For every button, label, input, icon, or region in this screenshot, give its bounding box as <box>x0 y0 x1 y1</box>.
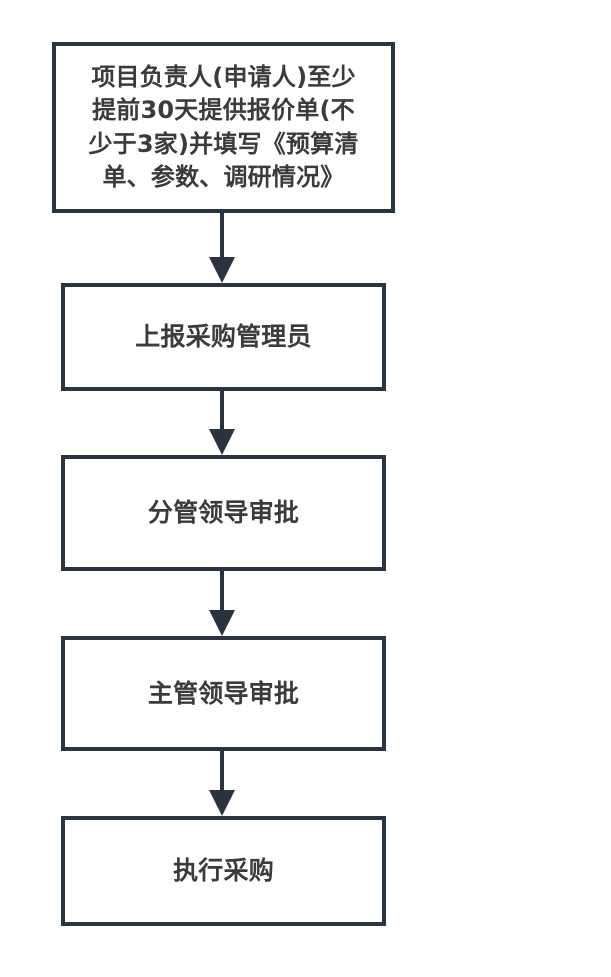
arrow-head-down-icon <box>209 790 235 816</box>
flowchart-node-label: 分管领导审批 <box>147 498 300 528</box>
flowchart-node-label: 上报采购管理员 <box>135 322 312 352</box>
flowchart-node-application[interactable]: 项目负责人(申请人)至少 提前30天提供报价单(不 少于3家)并填写《预算清 单… <box>52 42 395 213</box>
arrow-head-down-icon <box>209 429 235 455</box>
arrow-shaft <box>220 571 224 610</box>
flowchart-node-chief-leader-approval[interactable]: 主管领导审批 <box>61 636 386 751</box>
flowchart-node-label: 执行采购 <box>173 856 274 886</box>
flowchart-arrow-3 <box>207 571 237 636</box>
flowchart-node-label: 主管领导审批 <box>147 678 300 708</box>
flowchart-node-execute-purchase[interactable]: 执行采购 <box>61 816 386 926</box>
flowchart-arrow-2 <box>207 391 237 455</box>
flowchart-node-label: 项目负责人(申请人)至少 提前30天提供报价单(不 少于3家)并填写《预算清 单… <box>88 63 359 191</box>
arrow-shaft <box>220 751 224 790</box>
flowchart-node-deputy-leader-approval[interactable]: 分管领导审批 <box>61 455 386 571</box>
arrow-shaft <box>220 391 224 429</box>
arrow-head-down-icon <box>209 257 235 283</box>
flowchart-arrow-4 <box>207 751 237 816</box>
arrow-shaft <box>220 213 224 257</box>
arrow-head-down-icon <box>209 610 235 636</box>
flowchart-node-report-to-purchasing-admin[interactable]: 上报采购管理员 <box>61 283 386 391</box>
flowchart-arrow-1 <box>207 213 237 283</box>
